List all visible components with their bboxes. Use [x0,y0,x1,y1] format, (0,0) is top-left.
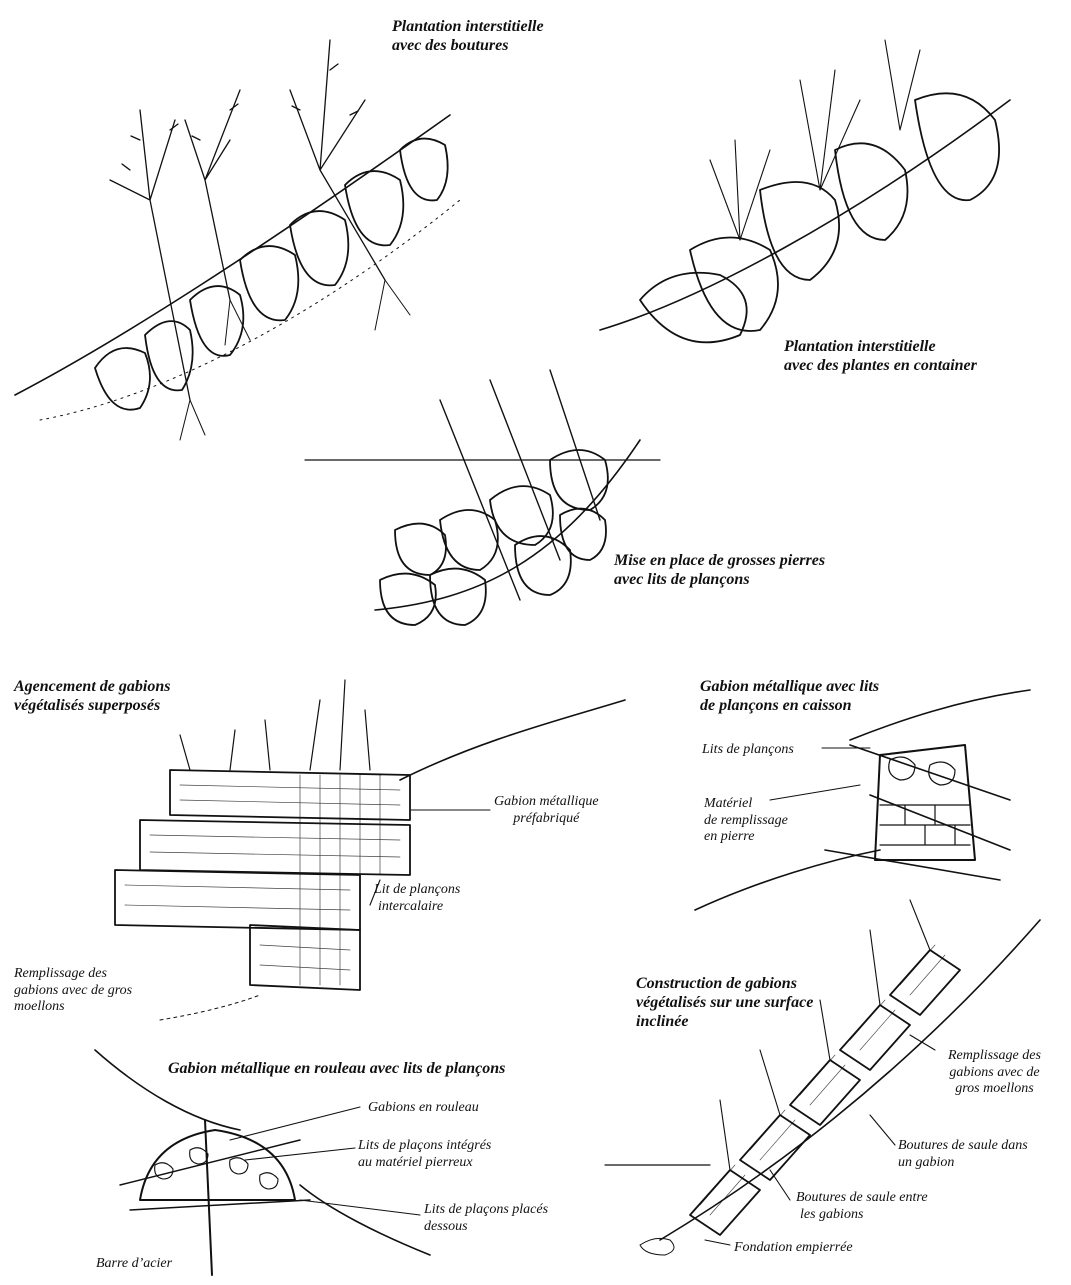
title-line: Gabion métallique avec lits [700,678,879,697]
label-line: Lits de plaçons intégrés [358,1138,491,1155]
label-gabions-rouleau: Gabions en rouleau [368,1100,479,1117]
label-line: de remplissage [704,813,788,830]
sketch-interstitial-cuttings [15,40,460,440]
label-line: un gabion [898,1155,1028,1172]
label-lits-integres: Lits de plaçons intégrés au matériel pie… [358,1138,491,1171]
title-line: avec des boutures [392,37,544,56]
title-line: végétalisés superposés [14,697,170,716]
title-gabion-caisson: Gabion métallique avec lits de plançons … [700,678,879,716]
label-remplissage-right: Remplissage des gabions avec de gros moe… [948,1048,1041,1098]
label-line: en pierre [704,829,788,846]
vegetation [180,680,370,770]
title-line: Construction de gabions [636,975,813,994]
sketch-container-plants [600,40,1010,342]
label-line: les gabions [796,1207,928,1224]
label-lits-dessous: Lits de plaçons placés dessous [424,1202,548,1235]
title-rolled-gabion: Gabion métallique en rouleau avec lits d… [168,1060,505,1079]
label-fondation: Fondation empierrée [734,1240,853,1257]
label-boutures-entre: Boutures de saule entre les gabions [796,1190,928,1223]
title-interstitial-cuttings: Plantation interstitielle avec des boutu… [392,18,544,56]
label-line: Boutures de saule entre [796,1190,928,1207]
title-line: Agencement de gabions [14,678,170,697]
label-line: Lit de plançons [374,882,460,899]
boulders [640,93,999,342]
label-line: Lits de plaçons placés [424,1202,548,1219]
label-line: Boutures de saule dans [898,1138,1028,1155]
title-line: avec lits de plançons [614,571,825,590]
label-remplissage-left: Remplissage des gabions avec de gros moe… [14,966,132,1016]
sketch-large-stones [305,370,660,625]
roll-stones [155,1148,278,1189]
brush-layers [440,370,600,600]
title-line: de plançons en caisson [700,697,879,716]
title-line: Plantation interstitielle [784,338,977,357]
label-barre-acier: Barre d’acier [96,1256,172,1273]
sketch-stacked-gabions [115,680,625,1020]
label-line: Remplissage des [948,1048,1041,1065]
title-line: inclinée [636,1013,813,1032]
label-boutures-dans: Boutures de saule dans un gabion [898,1138,1028,1171]
title-line: Mise en place de grosses pierres [614,552,825,571]
label-line: gabions avec de [948,1065,1041,1082]
title-large-stones: Mise en place de grosses pierres avec li… [614,552,825,590]
label-line: dessous [424,1219,548,1236]
label-gabion-prefab: Gabion métallique préfabriqué [494,794,599,827]
label-line: intercalaire [374,899,460,916]
label-line: Remplissage des [14,966,132,983]
title-line: végétalisés sur une surface [636,994,813,1013]
title-inclined-gabions: Construction de gabions végétalisés sur … [636,975,813,1032]
label-materiel: Matériel de remplissage en pierre [704,796,788,846]
title-line: avec des plantes en container [784,357,977,376]
title-line: Plantation interstitielle [392,18,544,37]
title-stacked-gabions: Agencement de gabions végétalisés superp… [14,678,170,716]
stones [380,450,608,625]
label-line: Matériel [704,796,788,813]
label-line: gabions avec de gros [14,983,132,1000]
shrubs [710,40,920,240]
label-line: gros moellons [948,1081,1041,1098]
label-line: préfabriqué [494,811,599,828]
label-lits-plancons: Lits de plançons [702,742,794,759]
label-line: moellons [14,999,132,1016]
label-lit-intercalaire: Lit de plançons intercalaire [374,882,460,915]
title-container-plants: Plantation interstitielle avec des plant… [784,338,977,376]
label-line: au matériel pierreux [358,1155,491,1172]
label-line: Gabion métallique [494,794,599,811]
mesh [125,775,400,985]
cuttings [720,900,930,1170]
